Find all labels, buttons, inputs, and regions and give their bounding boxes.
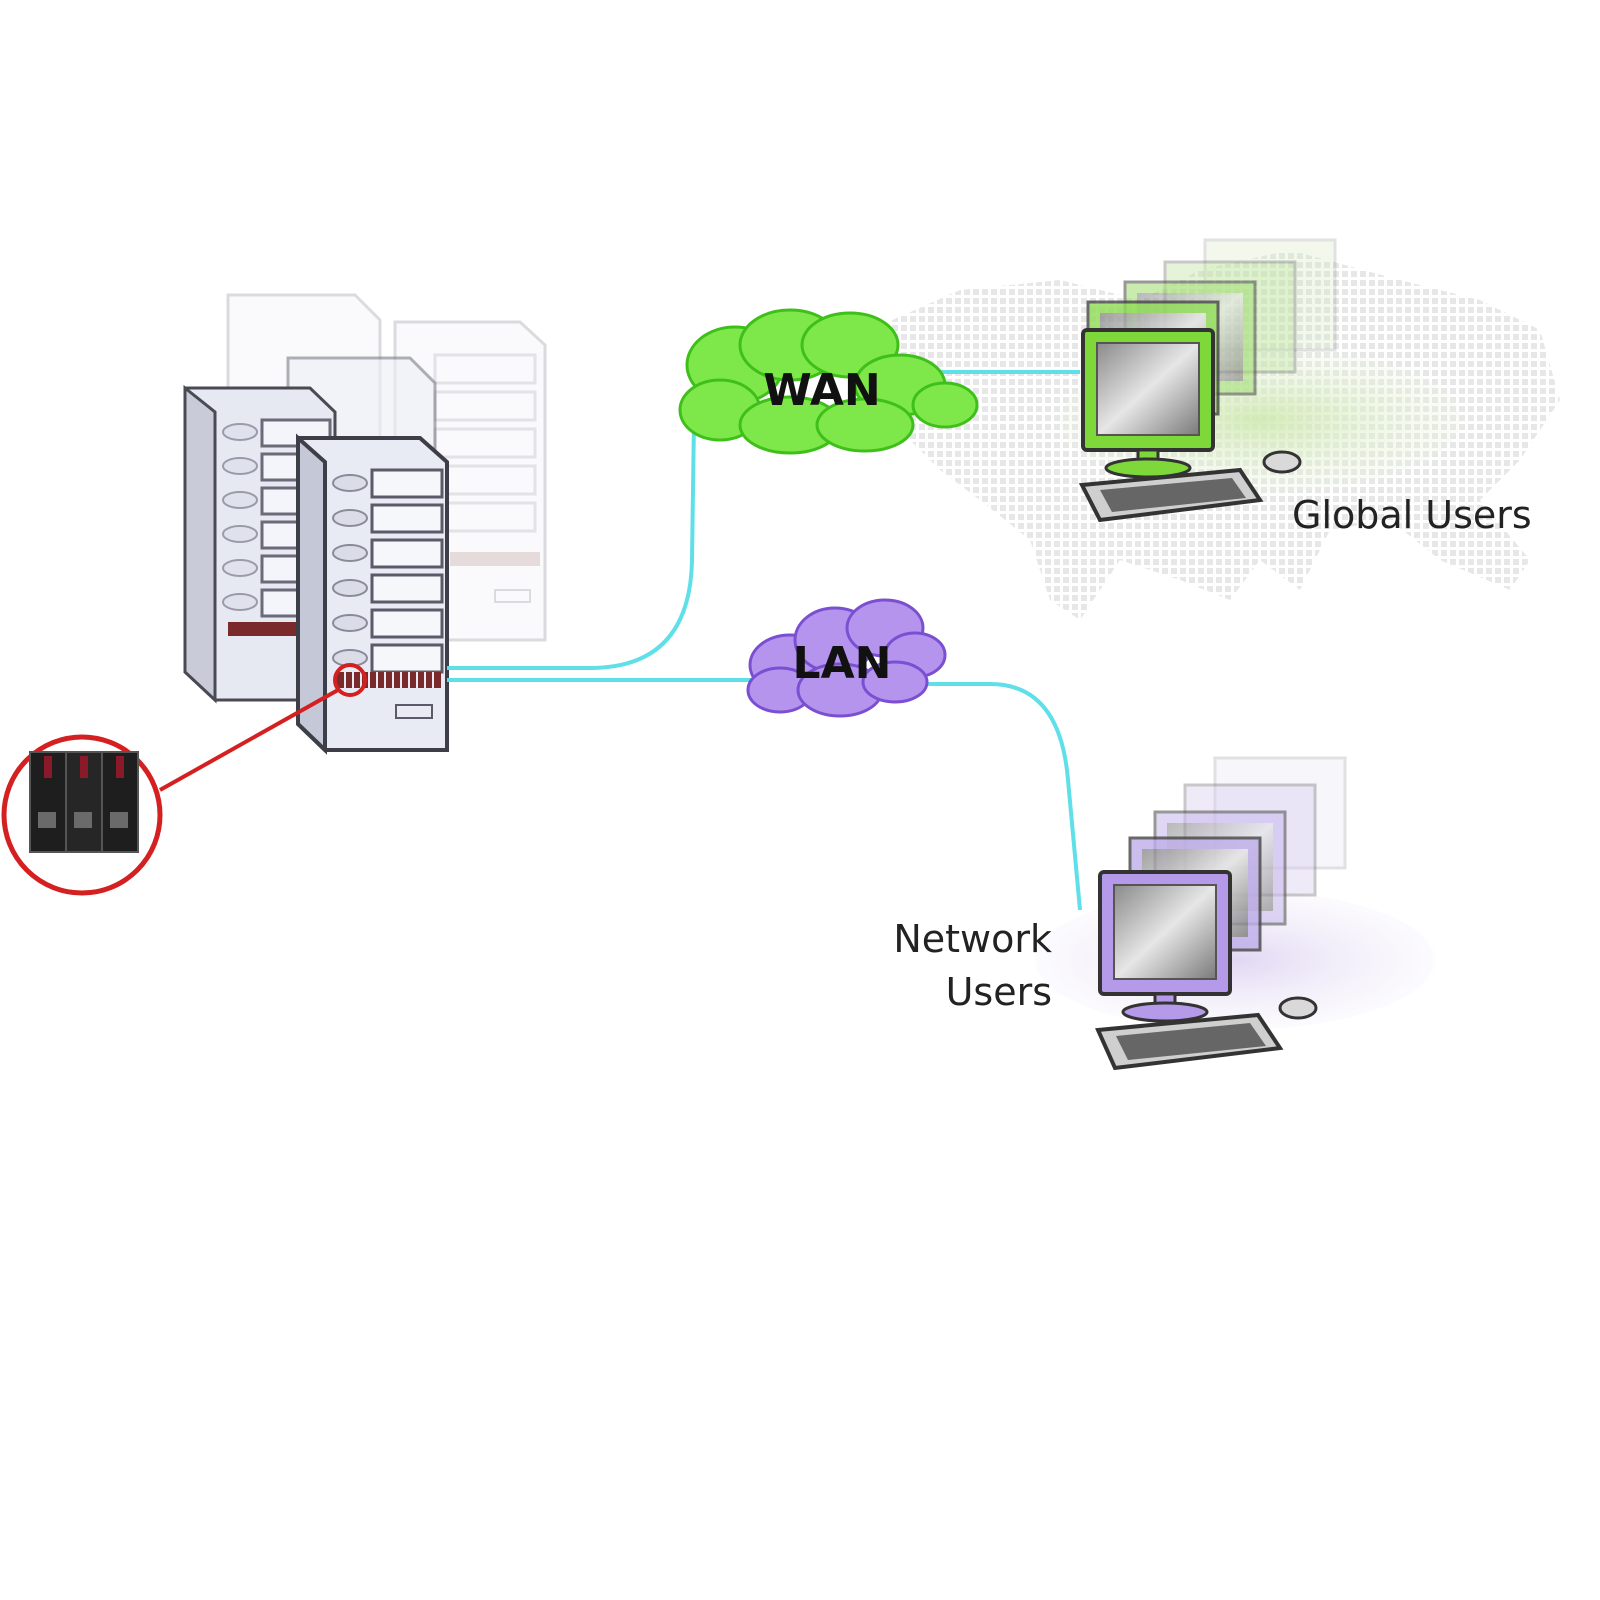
lan-label: LAN: [793, 638, 892, 689]
desktop-computer-icon: [1095, 870, 1318, 1071]
wan-label: WAN: [763, 365, 880, 416]
global-users-label: Global Users: [1292, 493, 1532, 537]
lan-cloud-icon: LAN: [746, 598, 947, 718]
network-users-label-line1: Network: [893, 917, 1052, 961]
wan-cloud-icon: WAN: [678, 308, 979, 455]
network-card-icon: [29, 751, 139, 853]
lan-network-link: [900, 682, 1082, 911]
desktop-computer-icon: [1078, 328, 1302, 523]
server-rack-icon: [296, 433, 449, 755]
wan-link: [447, 419, 696, 670]
global-users-cluster: Global Users: [1060, 238, 1532, 537]
device-callout: [1, 663, 367, 896]
network-users-label-line2: Users: [946, 970, 1052, 1014]
network-users-cluster: Network Users: [893, 756, 1435, 1071]
